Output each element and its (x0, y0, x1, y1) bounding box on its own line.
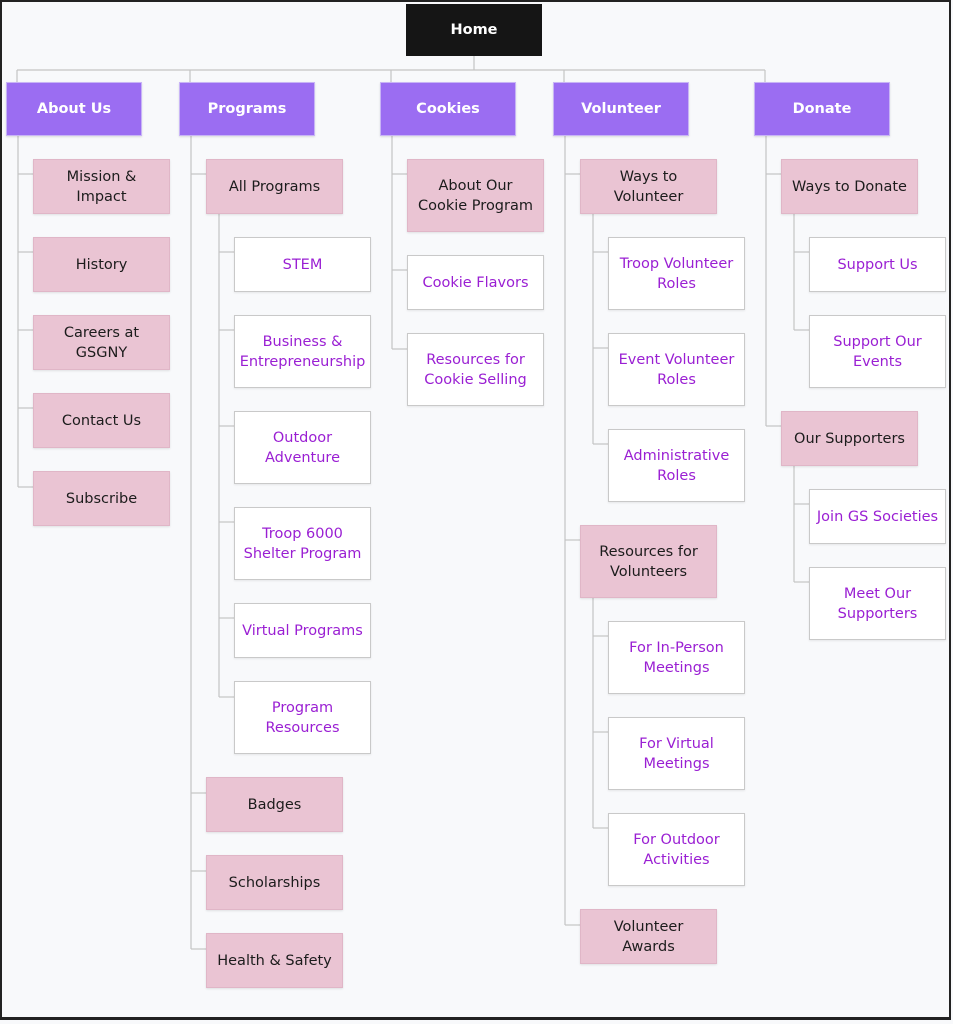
page-all-programs[interactable]: All Programs (206, 159, 343, 214)
page-ways-to-donate[interactable]: Ways to Donate (781, 159, 918, 214)
page-health-safety[interactable]: Health & Safety (206, 933, 343, 988)
page-resources-cookie-selling[interactable]: Resources for Cookie Selling (407, 333, 544, 406)
section-volunteer[interactable]: Volunteer (553, 82, 689, 136)
page-subscribe[interactable]: Subscribe (33, 471, 170, 526)
page-program-resources[interactable]: Program Resources (234, 681, 371, 754)
page-support-our-events[interactable]: Support Our Events (809, 315, 946, 388)
page-cookie-flavors[interactable]: Cookie Flavors (407, 255, 544, 310)
page-careers[interactable]: Careers at GSGNY (33, 315, 170, 370)
page-mission-impact[interactable]: Mission & Impact (33, 159, 170, 214)
page-resources-for-volunteers[interactable]: Resources for Volunteers (580, 525, 717, 598)
page-about-cookie-program[interactable]: About Our Cookie Program (407, 159, 544, 232)
page-troop-6000[interactable]: Troop 6000 Shelter Program (234, 507, 371, 580)
page-troop-volunteer-roles[interactable]: Troop Volunteer Roles (608, 237, 745, 310)
page-in-person-meetings[interactable]: For In-Person Meetings (608, 621, 745, 694)
page-contact-us[interactable]: Contact Us (33, 393, 170, 448)
page-event-volunteer-roles[interactable]: Event Volunteer Roles (608, 333, 745, 406)
page-virtual-meetings[interactable]: For Virtual Meetings (608, 717, 745, 790)
section-cookies[interactable]: Cookies (380, 82, 516, 136)
page-virtual-programs[interactable]: Virtual Programs (234, 603, 371, 658)
section-programs[interactable]: Programs (179, 82, 315, 136)
page-meet-our-supporters[interactable]: Meet Our Supporters (809, 567, 946, 640)
page-support-us[interactable]: Support Us (809, 237, 946, 292)
section-donate[interactable]: Donate (754, 82, 890, 136)
page-outdoor-activities[interactable]: For Outdoor Activities (608, 813, 745, 886)
home-node[interactable]: Home (406, 4, 542, 56)
page-stem[interactable]: STEM (234, 237, 371, 292)
page-outdoor-adventure[interactable]: Outdoor Adventure (234, 411, 371, 484)
section-about-us[interactable]: About Us (6, 82, 142, 136)
page-our-supporters[interactable]: Our Supporters (781, 411, 918, 466)
page-ways-to-volunteer[interactable]: Ways to Volunteer (580, 159, 717, 214)
page-business-entrepreneurship[interactable]: Business & Entrepreneurship (234, 315, 371, 388)
page-volunteer-awards[interactable]: Volunteer Awards (580, 909, 717, 964)
page-badges[interactable]: Badges (206, 777, 343, 832)
page-join-gs-societies[interactable]: Join GS Societies (809, 489, 946, 544)
page-administrative-roles[interactable]: Administrative Roles (608, 429, 745, 502)
page-scholarships[interactable]: Scholarships (206, 855, 343, 910)
page-history[interactable]: History (33, 237, 170, 292)
